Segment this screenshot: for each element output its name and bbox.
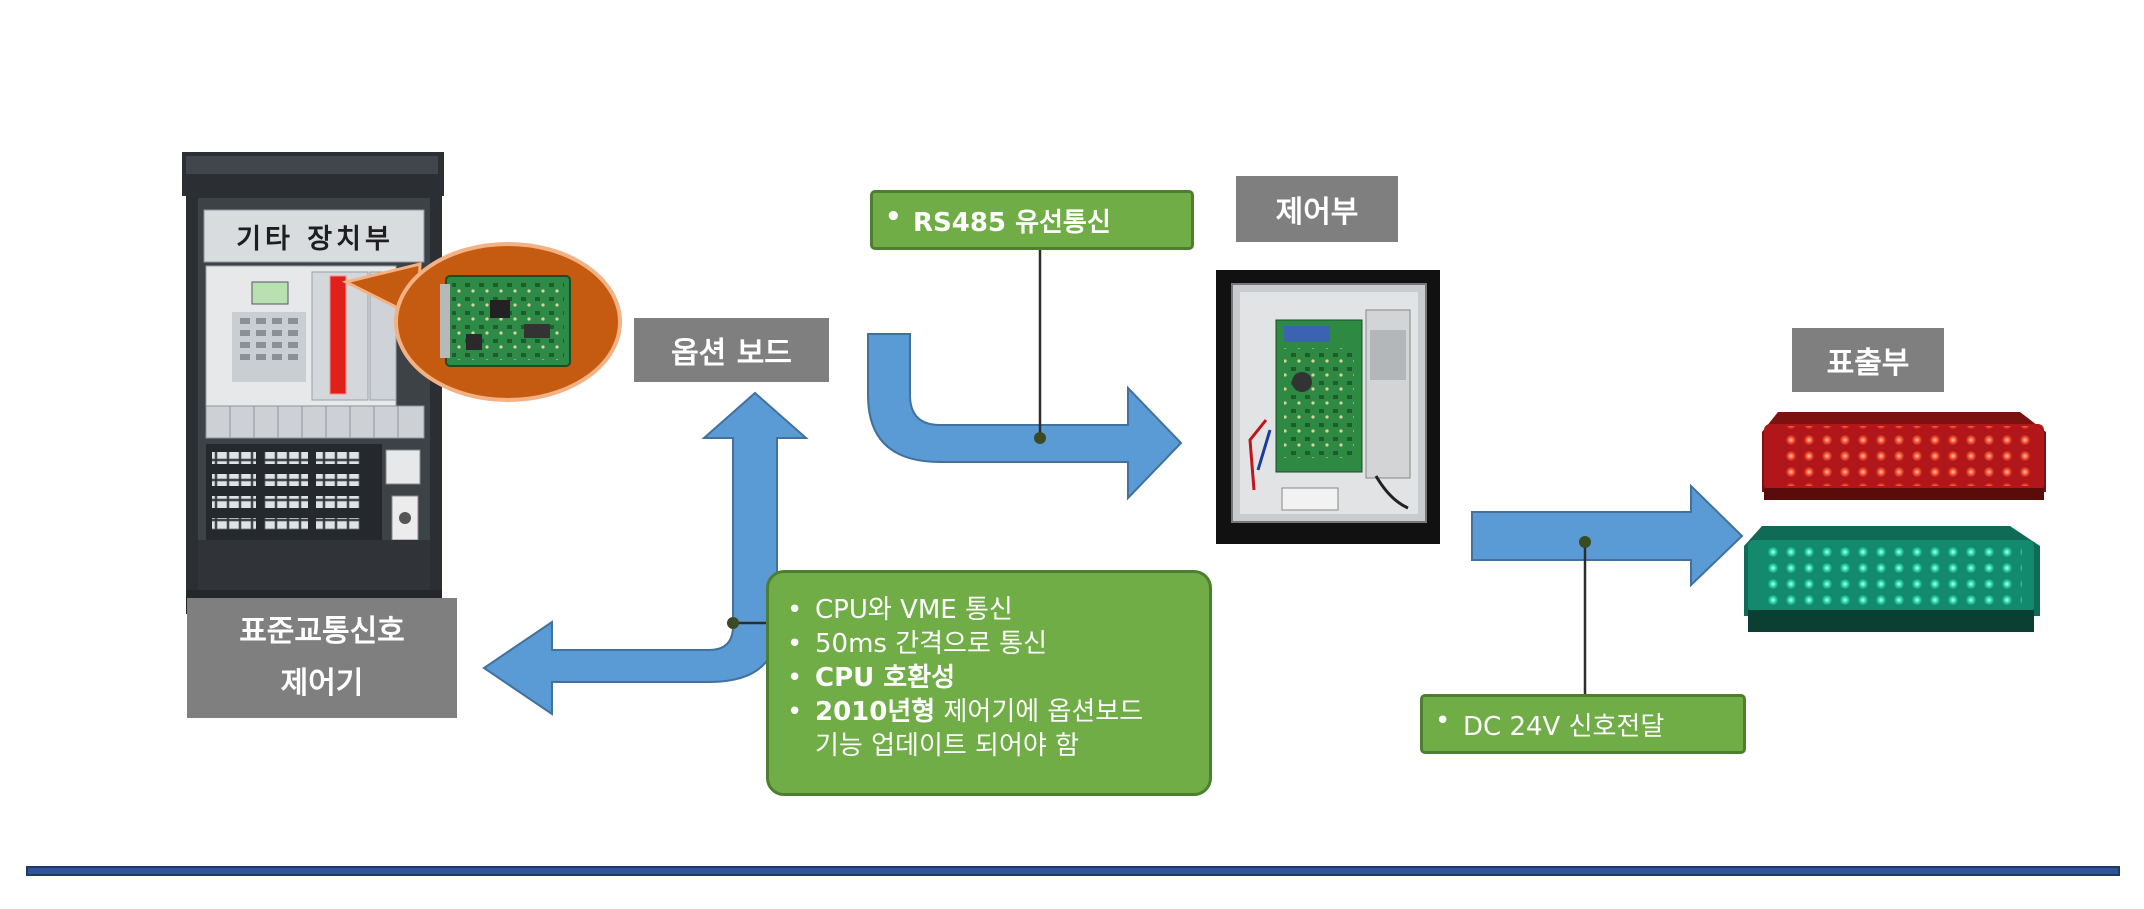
connector-dot xyxy=(727,617,739,629)
curved-bidirectional-arrow xyxy=(482,391,809,716)
rs485-note: RS485 유선통신 xyxy=(870,190,1194,250)
dc24v-note: DC 24V 신호전달 xyxy=(1420,694,1746,754)
bottom-rule xyxy=(26,866,2120,876)
traffic-controller-label: 표준교통신호 제어기 xyxy=(187,598,457,718)
cpu-note-item-2: 50ms 간격으로 통신 xyxy=(775,627,1199,661)
option-board-callout xyxy=(341,242,622,402)
control-unit-label: 제어부 xyxy=(1236,176,1398,242)
cabinet-top-label: 기타 장치부 xyxy=(236,223,394,255)
arrow-to-display-unit xyxy=(1471,483,1744,588)
cabinet-photo xyxy=(182,152,444,614)
cpu-note-item-1: CPU와 VME 통신 xyxy=(775,593,1199,627)
traffic-controller-label-line2: 제어기 xyxy=(280,666,364,701)
option-board-label: 옵션 보드 xyxy=(634,318,829,382)
connector-dot xyxy=(1034,432,1046,444)
red-signal-lamp xyxy=(1762,412,2046,500)
connector-dot xyxy=(1579,536,1591,548)
curved-arrow-to-control-unit xyxy=(867,333,1183,501)
dc24v-note-item: DC 24V 신호전달 xyxy=(1423,706,1664,743)
control-unit-photo xyxy=(1216,270,1440,544)
green-signal-lamp xyxy=(1744,526,2040,632)
display-unit-label: 표출부 xyxy=(1792,328,1944,392)
cpu-communication-note: CPU와 VME 통신 50ms 간격으로 통신 CPU 호환성 2010년형 … xyxy=(766,570,1212,796)
option-board-slot-highlight xyxy=(329,275,347,395)
rs485-note-item: RS485 유선통신 xyxy=(873,202,1111,239)
cpu-note-item-3: CPU 호환성 xyxy=(775,661,1199,695)
traffic-controller-label-line1: 표준교통신호 xyxy=(239,614,405,649)
